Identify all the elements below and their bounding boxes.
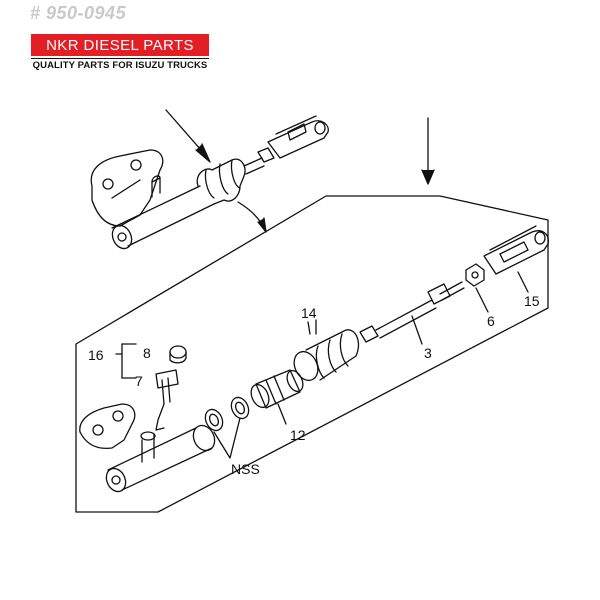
callout-12: 12 [290, 427, 306, 443]
callout-14: 14 [301, 305, 317, 321]
piston-12 [250, 369, 304, 425]
bleeder-screw-7 [155, 369, 179, 431]
pointer-arrow-upper-right [421, 117, 435, 185]
nut-6 [465, 263, 489, 313]
assembled-cylinder [90, 115, 329, 250]
brand-tagline: QUALITY PARTS FOR ISUZU TRUCKS [31, 58, 209, 71]
part-number-watermark: # 950-0945 [30, 3, 127, 23]
master-cylinder-body [79, 403, 216, 493]
callout-8: 8 [143, 345, 151, 361]
callout-6: 6 [487, 313, 495, 329]
callout-nss: NSS [231, 461, 260, 477]
dust-boot-14 [293, 319, 360, 382]
pointer-arrow-upper-left [165, 109, 211, 163]
callout-3: 3 [424, 345, 432, 361]
leader-14 [307, 321, 311, 335]
clevis-15 [483, 225, 549, 293]
exploded-view-frame [75, 195, 549, 513]
push-rod-3 [359, 281, 465, 345]
callout-7: 7 [135, 373, 143, 389]
callout-15: 15 [524, 293, 540, 309]
cap-8 [169, 345, 187, 364]
callout-16: 16 [88, 347, 104, 363]
seal-pair-nss [204, 396, 250, 459]
brand-banner: NKR DIESEL PARTS [31, 34, 209, 56]
